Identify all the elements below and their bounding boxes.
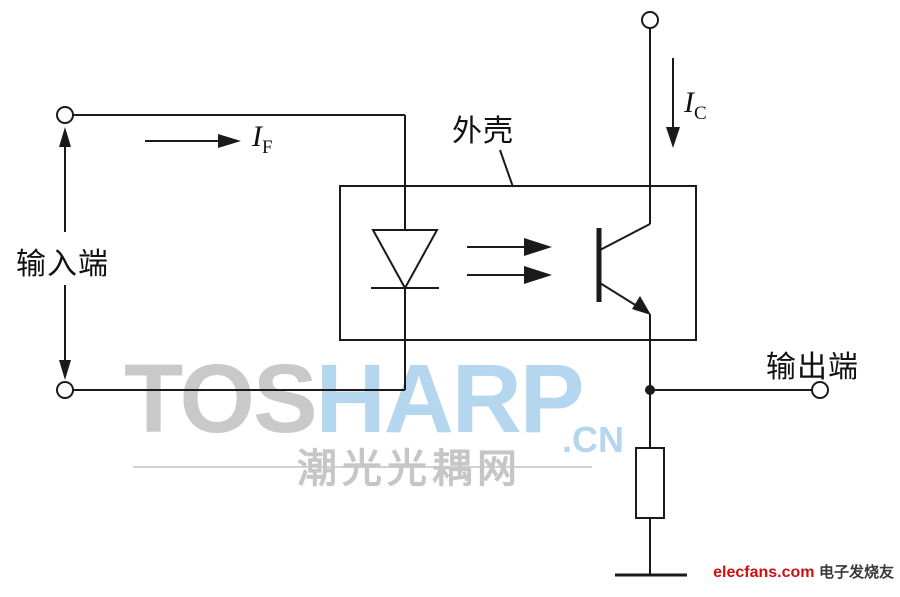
forward-current-label: IF [252, 120, 273, 159]
watermark-brand: TOSHARP [124, 350, 585, 447]
output-node-and-terminal [645, 381, 829, 399]
input-terminal-top [56, 106, 405, 124]
input-terminal-bottom [56, 381, 405, 399]
watermark-underline [133, 466, 592, 468]
forward-current-arrow-icon [145, 134, 241, 148]
collector-current-arrow-icon [666, 58, 680, 148]
output-terminal-label: 输出端 [766, 351, 859, 384]
elecfans-site-cn: 电子发烧友 [818, 564, 894, 581]
watermark-brand-gray: TOS [124, 344, 318, 453]
phototransistor-icon [596, 223, 651, 390]
watermark-site-name: 潮光光耦网 [297, 447, 522, 491]
elecfans-site: elecfans.com [713, 564, 815, 581]
collector-current-label: IC [684, 86, 707, 125]
input-terminal-label: 输入端 [16, 237, 109, 285]
collector-current-symbol: I [684, 86, 694, 119]
led-diode-icon [371, 115, 439, 390]
watermark-domain-suffix: .CN [562, 419, 624, 460]
collector-current-subscript: C [694, 103, 707, 124]
output-terminal-top [641, 11, 659, 224]
input-span-dimension-arrows [59, 127, 71, 380]
forward-current-symbol: I [252, 120, 262, 153]
light-emission-arrows-icon [467, 238, 552, 284]
elecfans-logo: elecfans.com 电子发烧友 [713, 561, 894, 582]
case-label: 外壳 [452, 115, 514, 148]
watermark-brand-blue: HARP [315, 344, 585, 453]
package-box [339, 149, 697, 341]
load-resistor-icon [635, 390, 665, 574]
forward-current-subscript: F [262, 137, 273, 158]
